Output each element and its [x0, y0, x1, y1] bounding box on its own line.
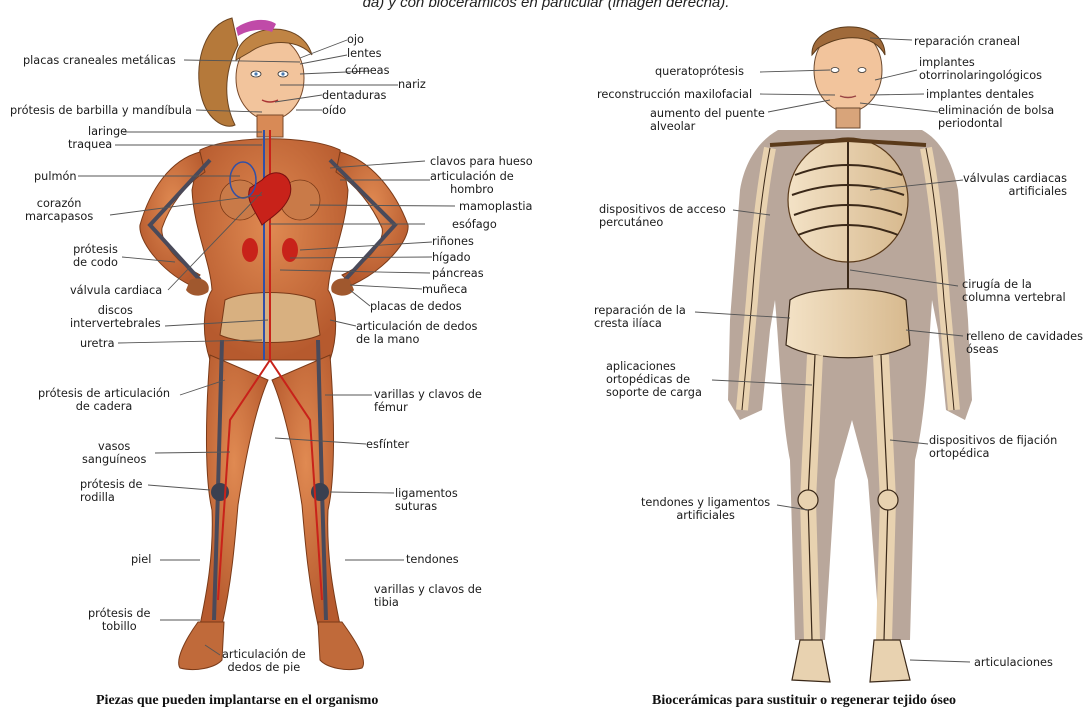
label-tendones: tendones — [406, 553, 459, 566]
label-protesis-cadera: prótesis de articulación de cadera — [38, 387, 170, 413]
label-muneca: muñeca — [422, 283, 467, 296]
label-piel: piel — [131, 553, 151, 566]
label-corneas: córneas — [345, 64, 390, 77]
label-valvulas-cardiacas: válvulas cardiacas artificiales — [963, 172, 1067, 198]
label-ligamentos-suturas: ligamentos suturas — [395, 487, 458, 513]
label-protesis-barbilla: prótesis de barbilla y mandíbula — [10, 104, 192, 117]
label-dispositivos-acceso: dispositivos de acceso percutáneo — [599, 203, 726, 229]
label-articulacion-dedos-mano: articulación de dedos de la mano — [356, 320, 477, 346]
label-mamoplastia: mamoplastia — [459, 200, 532, 213]
label-reconstruccion-maxilofacial: reconstrucción maxilofacial — [597, 88, 752, 101]
label-discos: discos intervertebrales — [70, 304, 161, 330]
label-aplicaciones-ortopedicas: aplicaciones ortopédicas de soporte de c… — [606, 360, 702, 399]
label-lentes: lentes — [347, 47, 382, 60]
label-uretra: uretra — [80, 337, 115, 350]
label-reparacion-cresta: reparación de la cresta ilíaca — [594, 304, 686, 330]
label-oido: oído — [322, 104, 346, 117]
label-clavos-hueso: clavos para hueso — [430, 155, 533, 168]
label-cirugia-columna: cirugía de la columna vertebral — [962, 278, 1066, 304]
label-reparacion-craneal: reparación craneal — [914, 35, 1020, 48]
label-higado: hígado — [432, 251, 470, 264]
label-implantes-dentales: implantes dentales — [926, 88, 1034, 101]
label-esfinter: esfínter — [366, 438, 409, 451]
label-tendones-ligamentos: tendones y ligamentos artificiales — [641, 496, 770, 522]
label-implantes-otorrino: implantes otorrinolaringológicos — [919, 56, 1042, 82]
label-placas-craneales: placas craneales metálicas — [23, 54, 176, 67]
label-protesis-rodilla: prótesis de rodilla — [80, 478, 142, 504]
label-esofago: esófago — [452, 218, 497, 231]
label-ojo: ojo — [347, 33, 364, 46]
label-pancreas: páncreas — [432, 267, 484, 280]
caption-left: Piezas que pueden implantarse en el orga… — [96, 693, 378, 709]
label-articulacion-hombro: articulación de hombro — [430, 170, 514, 196]
caption-right: Biocerámicas para sustituir o regenerar … — [652, 693, 956, 709]
label-traquea: traquea — [68, 138, 112, 151]
label-protesis-codo: prótesis de codo — [73, 243, 118, 269]
label-pulmon: pulmón — [34, 170, 77, 183]
label-placas-dedos: placas de dedos — [370, 300, 462, 313]
label-articulacion-pie: articulación de dedos de pie — [222, 648, 306, 674]
label-corazon: corazón marcapasos — [25, 197, 93, 223]
label-valvula-cardiaca: válvula cardiaca — [70, 284, 162, 297]
label-dentaduras: dentaduras — [322, 89, 386, 102]
label-nariz: nariz — [398, 78, 426, 91]
label-aumento-puente: aumento del puente alveolar — [650, 107, 765, 133]
label-queratoprotesis: queratoprótesis — [655, 65, 744, 78]
label-laringe: laringe — [88, 125, 127, 138]
label-dispositivos-fijacion: dispositivos de fijación ortopédica — [929, 434, 1057, 460]
label-eliminacion-bolsa: eliminación de bolsa periodontal — [938, 104, 1054, 130]
label-articulaciones: articulaciones — [974, 656, 1053, 669]
label-rinones: riñones — [432, 235, 474, 248]
label-protesis-tobillo: prótesis de tobillo — [88, 607, 150, 633]
label-varillas-tibia: varillas y clavos de tibia — [374, 583, 482, 609]
label-relleno-cavidades: relleno de cavidades óseas — [966, 330, 1083, 356]
label-varillas-femur: varillas y clavos de fémur — [374, 388, 482, 414]
label-vasos: vasos sanguíneos — [82, 440, 146, 466]
